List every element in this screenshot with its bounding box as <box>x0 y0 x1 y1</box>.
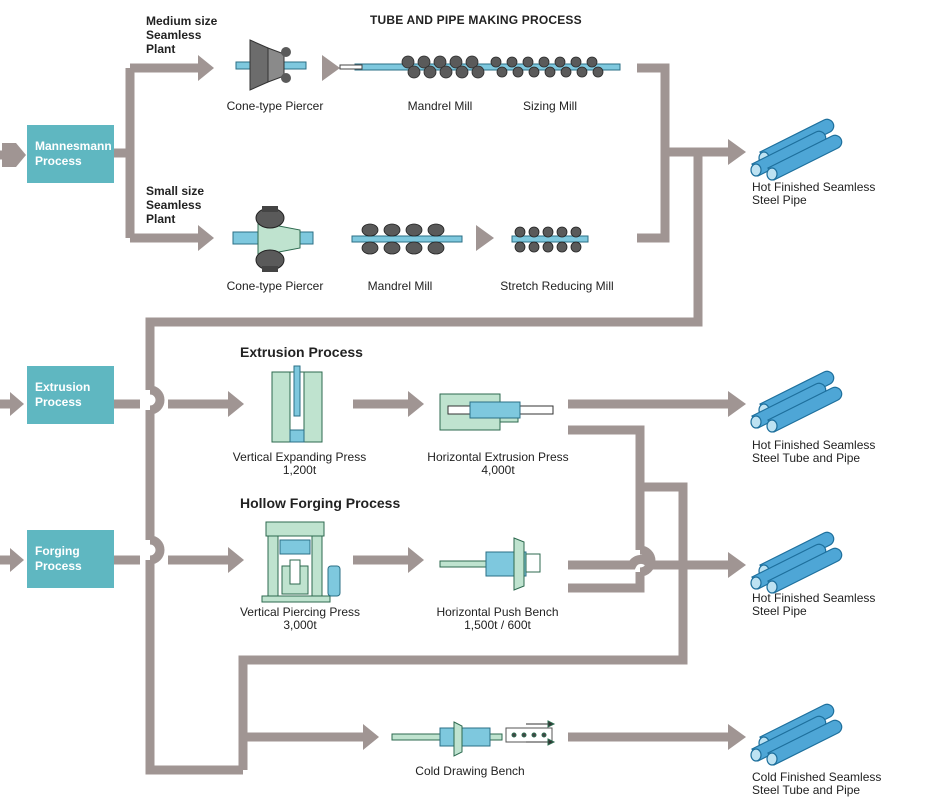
cold-drawing-bench-icon <box>391 720 556 757</box>
mandrel-mill-icon <box>339 63 621 71</box>
source-box-mannesmann: Mannesmann Process <box>27 125 114 183</box>
equipment-label-stretch-reducing-mill: Stretch Reducing Mill <box>500 279 614 293</box>
cone-piercer-icon <box>232 206 314 272</box>
mandrel-mill-icon <box>351 223 463 255</box>
equipment-label-vertical-piercing-press: Vertical Piercing Press 3,000t <box>239 605 361 632</box>
pipe-bundle-icon <box>750 531 843 594</box>
equipment-label-sizing-mill: Sizing Mill <box>522 99 577 113</box>
equipment-label-mandrel-mill: Mandrel Mill <box>367 279 433 293</box>
vertical-expanding-press-icon <box>271 365 323 443</box>
horizontal-push-bench-icon <box>439 537 541 591</box>
cone-piercer-icon <box>235 39 307 91</box>
plant-label-small: Small size Seamless Plant <box>146 184 205 226</box>
vertical-piercing-press-icon <box>261 521 341 603</box>
section-heading-hollow-forging: Hollow Forging Process <box>240 495 401 511</box>
equipment-label-horizontal-extrusion-press: Horizontal Extrusion Press 4,000t <box>427 450 569 477</box>
diagram-title: TUBE AND PIPE MAKING PROCESS <box>370 13 582 27</box>
plant-label-medium: Medium size Seamless Plant <box>146 14 218 56</box>
equipment-label-vertical-expanding-press: Vertical Expanding Press 1,200t <box>232 450 367 477</box>
equipment-label-cone-piercer: Cone-type Piercer <box>226 279 324 293</box>
source-box-extrusion: Extrusion Process <box>27 366 114 424</box>
pipe-bundle-icon <box>750 703 843 766</box>
source-box-forging: Forging Process <box>27 530 114 588</box>
equipment-label-cold-drawing-bench: Cold Drawing Bench <box>415 764 525 778</box>
equipment-label-horizontal-push-bench: Horizontal Push Bench 1,500t / 600t <box>436 605 559 632</box>
output-label: Hot Finished Seamless Steel Pipe <box>752 180 876 207</box>
pipe-bundle-icon <box>750 370 843 433</box>
horizontal-extrusion-press-icon <box>439 393 554 431</box>
equipment-label-cone-piercer: Cone-type Piercer <box>226 99 324 113</box>
output-label: Hot Finished Seamless Steel Pipe <box>752 591 876 618</box>
section-heading-extrusion: Extrusion Process <box>240 344 363 360</box>
output-label: Hot Finished Seamless Steel Tube and Pip… <box>752 438 876 465</box>
equipment-label-mandrel-mill: Mandrel Mill <box>407 99 473 113</box>
pipe-bundle-icon <box>750 118 843 181</box>
stretch-reducing-mill-icon <box>511 226 589 253</box>
output-label: Cold Finished Seamless Steel Tube and Pi… <box>752 770 882 797</box>
